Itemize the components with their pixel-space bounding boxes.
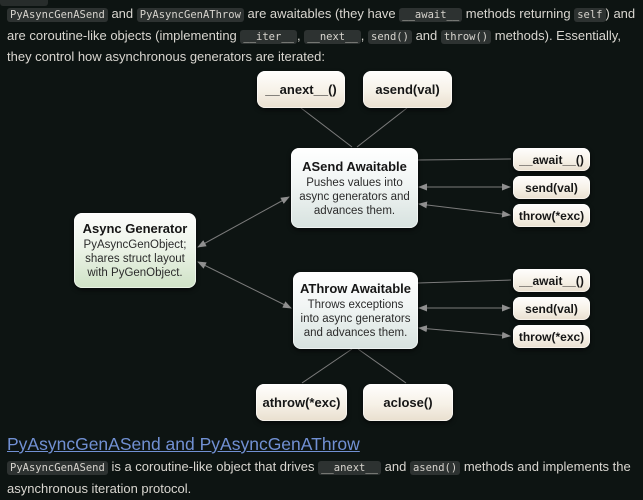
inline-code: PyAsyncGenASend [7,461,108,475]
inline-code: __next__ [304,29,361,44]
node-asend-awaitable: ASend Awaitable Pushes values into async… [291,148,418,228]
node-athrow-call-label: athrow(*exc) [262,395,341,410]
node-anext: __anext__() [257,71,345,108]
node-athrow-awaitable-desc: Throws exceptions into async generators … [300,299,411,339]
section-heading: PyAsyncGenASend and PyAsyncGenAThrow [7,429,360,457]
inline-code: throw() [440,29,492,44]
outro-text: methods and implements the asynchronous … [7,459,631,496]
node-athrow-awaitable-title: AThrow Awaitable [300,281,411,296]
node-athrow-call: athrow(*exc) [256,384,347,421]
node-asend: asend(val) [363,71,452,108]
node-asend-awaitable-desc: Pushes values into async generators and … [299,176,410,217]
intro-text: and [411,27,441,43]
intro-text: methods returning [462,6,575,21]
node-anext-label: __anext__() [265,82,337,97]
outro-text: is a coroutine-like object that drives [107,459,319,474]
diagram-connectors [197,107,512,384]
node-asend-await-method: __await__() [513,148,590,171]
node-asend-awaitable-title: ASend Awaitable [302,158,407,174]
method-label: __await__() [519,152,584,167]
node-athrow-throw-method: throw(*exc) [513,325,590,348]
node-athrow-await-method: __await__() [513,269,590,292]
intro-text: ) and are coroutine-like objects (implem… [7,6,636,43]
inline-code: send() [368,29,412,44]
node-asend-send-method: send(val) [513,176,590,199]
node-async-generator-title: Async Generator [82,221,188,236]
intro-text: are awaitables (they have [243,6,400,21]
node-athrow-awaitable: AThrow Awaitable Throws exceptions into … [293,272,418,349]
method-label: throw(*exc) [518,208,585,223]
method-label: send(val) [525,180,578,195]
intro-text: methods). Essentially, they control how … [7,27,621,65]
intro-text: , [360,27,369,43]
method-label: throw(*exc) [518,329,585,344]
node-async-generator-desc: PyAsyncGenObject; shares struct layout w… [83,239,187,279]
outro-paragraph: PyAsyncGenASend is a coroutine-like obje… [7,457,639,498]
inline-code: PyAsyncGenAThrow [136,8,244,22]
inline-code: self [574,8,606,22]
intro-paragraph: PyAsyncGenASend and PyAsyncGenAThrow are… [7,4,639,67]
node-aclose-label: aclose() [383,395,433,410]
section-heading-link[interactable]: PyAsyncGenASend and PyAsyncGenAThrow [7,434,360,454]
inline-code: __await__ [399,8,463,22]
inline-code: __anext__ [318,461,382,475]
cropped-code-block-edge [0,0,48,6]
node-async-generator: Async Generator PyAsyncGenObject; shares… [74,213,196,288]
node-aclose: aclose() [363,384,453,421]
inline-code: asend() [409,461,461,475]
outro-text: and [381,459,410,474]
node-asend-throw-method: throw(*exc) [513,204,590,227]
method-label: __await__() [519,273,584,288]
intro-text: and [107,6,137,21]
inline-code: PyAsyncGenASend [7,8,108,22]
asyncgen-diagram-image: __anext__() asend(val) ASend Awaitable P… [0,65,643,425]
node-asend-label: asend(val) [375,82,440,97]
inline-code: __iter__ [240,29,297,44]
intro-text: , [296,27,305,43]
method-label: send(val) [525,301,578,316]
node-athrow-send-method: send(val) [513,297,590,320]
